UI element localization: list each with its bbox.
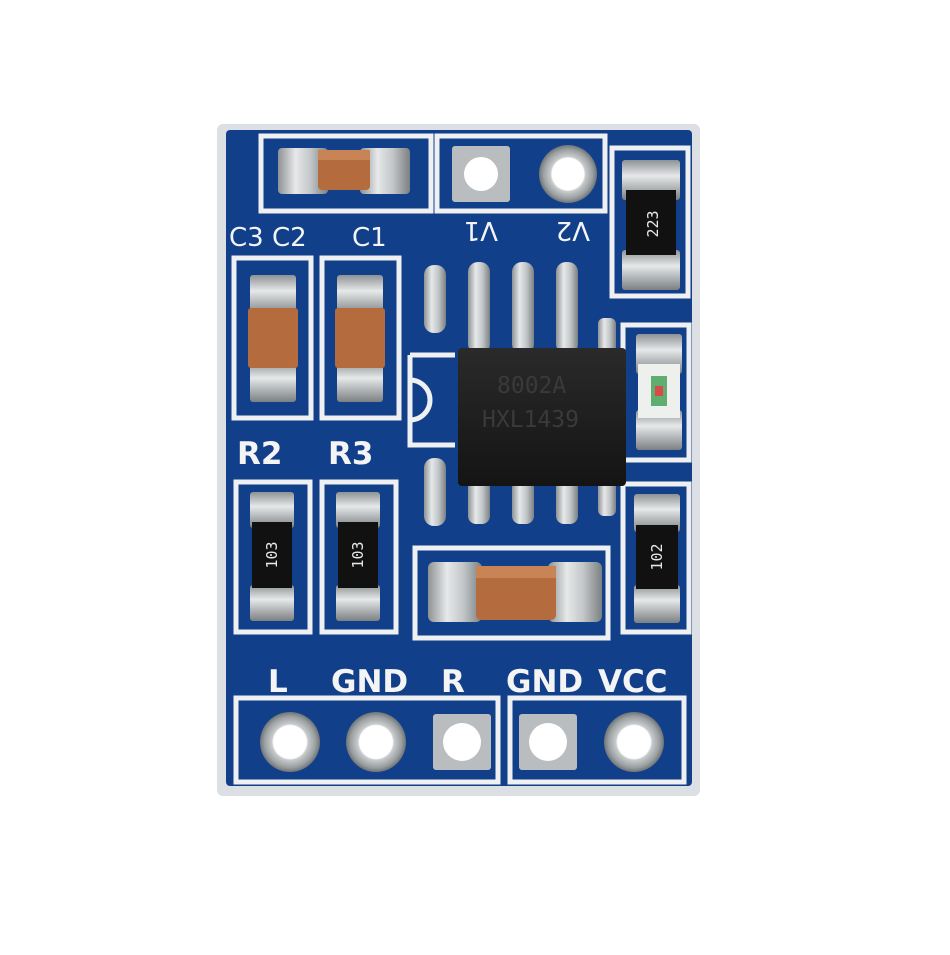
pin-label-vcc: VCC bbox=[598, 664, 668, 700]
led bbox=[636, 334, 682, 450]
pin-label-l: L bbox=[268, 664, 288, 700]
pad-l bbox=[260, 712, 320, 772]
resistor-103-a: 103 bbox=[250, 492, 294, 621]
label-v2: V2 bbox=[556, 215, 590, 245]
label-v1: V1 bbox=[464, 215, 498, 245]
resistor-code-223: 223 bbox=[644, 210, 662, 237]
capacitor-left-a bbox=[248, 275, 298, 402]
resistor-223: 223 bbox=[622, 160, 680, 290]
pad-gnd-1 bbox=[346, 712, 406, 772]
label-r2: R2 bbox=[237, 436, 282, 472]
label-c3: C3 bbox=[229, 223, 264, 253]
header-pads bbox=[260, 712, 664, 772]
chip-marking-line2: HXL1439 bbox=[482, 407, 579, 433]
amplifier-chip: 8002A HXL1439 bbox=[458, 348, 626, 486]
label-r3: R3 bbox=[328, 436, 373, 472]
chip-leads bbox=[424, 262, 616, 526]
silkscreen-outlines bbox=[231, 133, 692, 785]
capacitor-c2 bbox=[278, 148, 410, 194]
pin-label-gnd-2: GND bbox=[506, 664, 583, 700]
label-c2: C2 bbox=[272, 223, 307, 253]
capacitor-left-b bbox=[335, 275, 385, 402]
pad-vcc bbox=[604, 712, 664, 772]
resistor-102: 102 bbox=[634, 494, 680, 623]
pin-label-r: R bbox=[441, 664, 465, 700]
resistor-code-103-b: 103 bbox=[349, 541, 367, 568]
label-c1: C1 bbox=[352, 223, 387, 253]
capacitor-c1 bbox=[428, 562, 602, 622]
resistor-103-b: 103 bbox=[336, 492, 380, 621]
pad-v2 bbox=[539, 145, 597, 203]
pin-label-gnd-1: GND bbox=[331, 664, 408, 700]
resistor-code-103-a: 103 bbox=[263, 541, 281, 568]
chip-marking-line1: 8002A bbox=[497, 373, 566, 399]
resistor-code-102: 102 bbox=[648, 543, 666, 570]
